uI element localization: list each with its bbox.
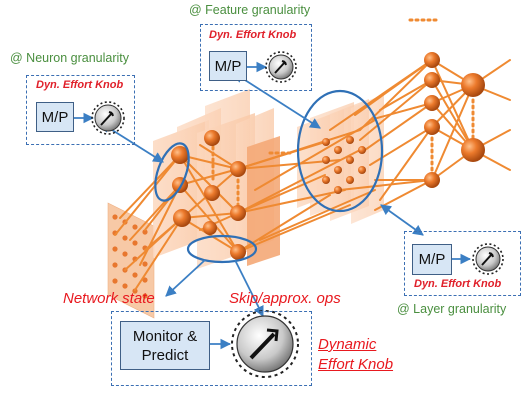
skip-ops-label: Skip/approx. ops	[229, 290, 341, 307]
neuron-mp-box[interactable]: M/P	[36, 102, 74, 132]
input-dots	[112, 214, 148, 299]
layer-mp-box[interactable]: M/P	[412, 244, 452, 275]
neurons	[171, 52, 485, 260]
ellipsis-dots	[211, 18, 475, 207]
neuron-granularity-label: @ Neuron granularity	[10, 51, 129, 65]
dynamic-effort-knob-line1: Dynamic	[318, 336, 377, 353]
feature-knob-title: Dyn. Effort Knob	[209, 29, 297, 41]
feature-knob-panel	[200, 24, 312, 91]
neuron-knob-panel	[26, 75, 135, 145]
monitor-predict-line2: Predict	[141, 346, 189, 364]
feature-mp-box[interactable]: M/P	[209, 51, 247, 81]
effort-knob-icon	[231, 310, 299, 378]
neuron-mp-label: M/P	[41, 108, 69, 126]
feature-granularity-label: @ Feature granularity	[189, 3, 311, 17]
effort-knob-icon	[265, 51, 297, 83]
network-state-label: Network state	[63, 290, 155, 307]
neuron-knob-title: Dyn. Effort Knob	[36, 79, 124, 91]
dynamic-effort-knob-line2: Effort Knob	[318, 356, 394, 373]
highlight-ellipses	[154, 89, 384, 264]
layer-knob-title: Dyn. Effort Knob	[414, 278, 502, 290]
layer-mp-label: M/P	[418, 251, 446, 268]
feature-mp-label: M/P	[214, 57, 242, 75]
monitor-predict-box[interactable]: Monitor & Predict	[120, 321, 210, 370]
effort-knob-icon	[91, 101, 125, 135]
effort-knob-icon	[472, 243, 504, 275]
layer-granularity-label: @ Layer granularity	[397, 302, 507, 316]
main-knob-panel	[111, 311, 312, 386]
monitor-predict-line1: Monitor &	[132, 327, 198, 345]
layer-knob-panel	[404, 231, 521, 296]
